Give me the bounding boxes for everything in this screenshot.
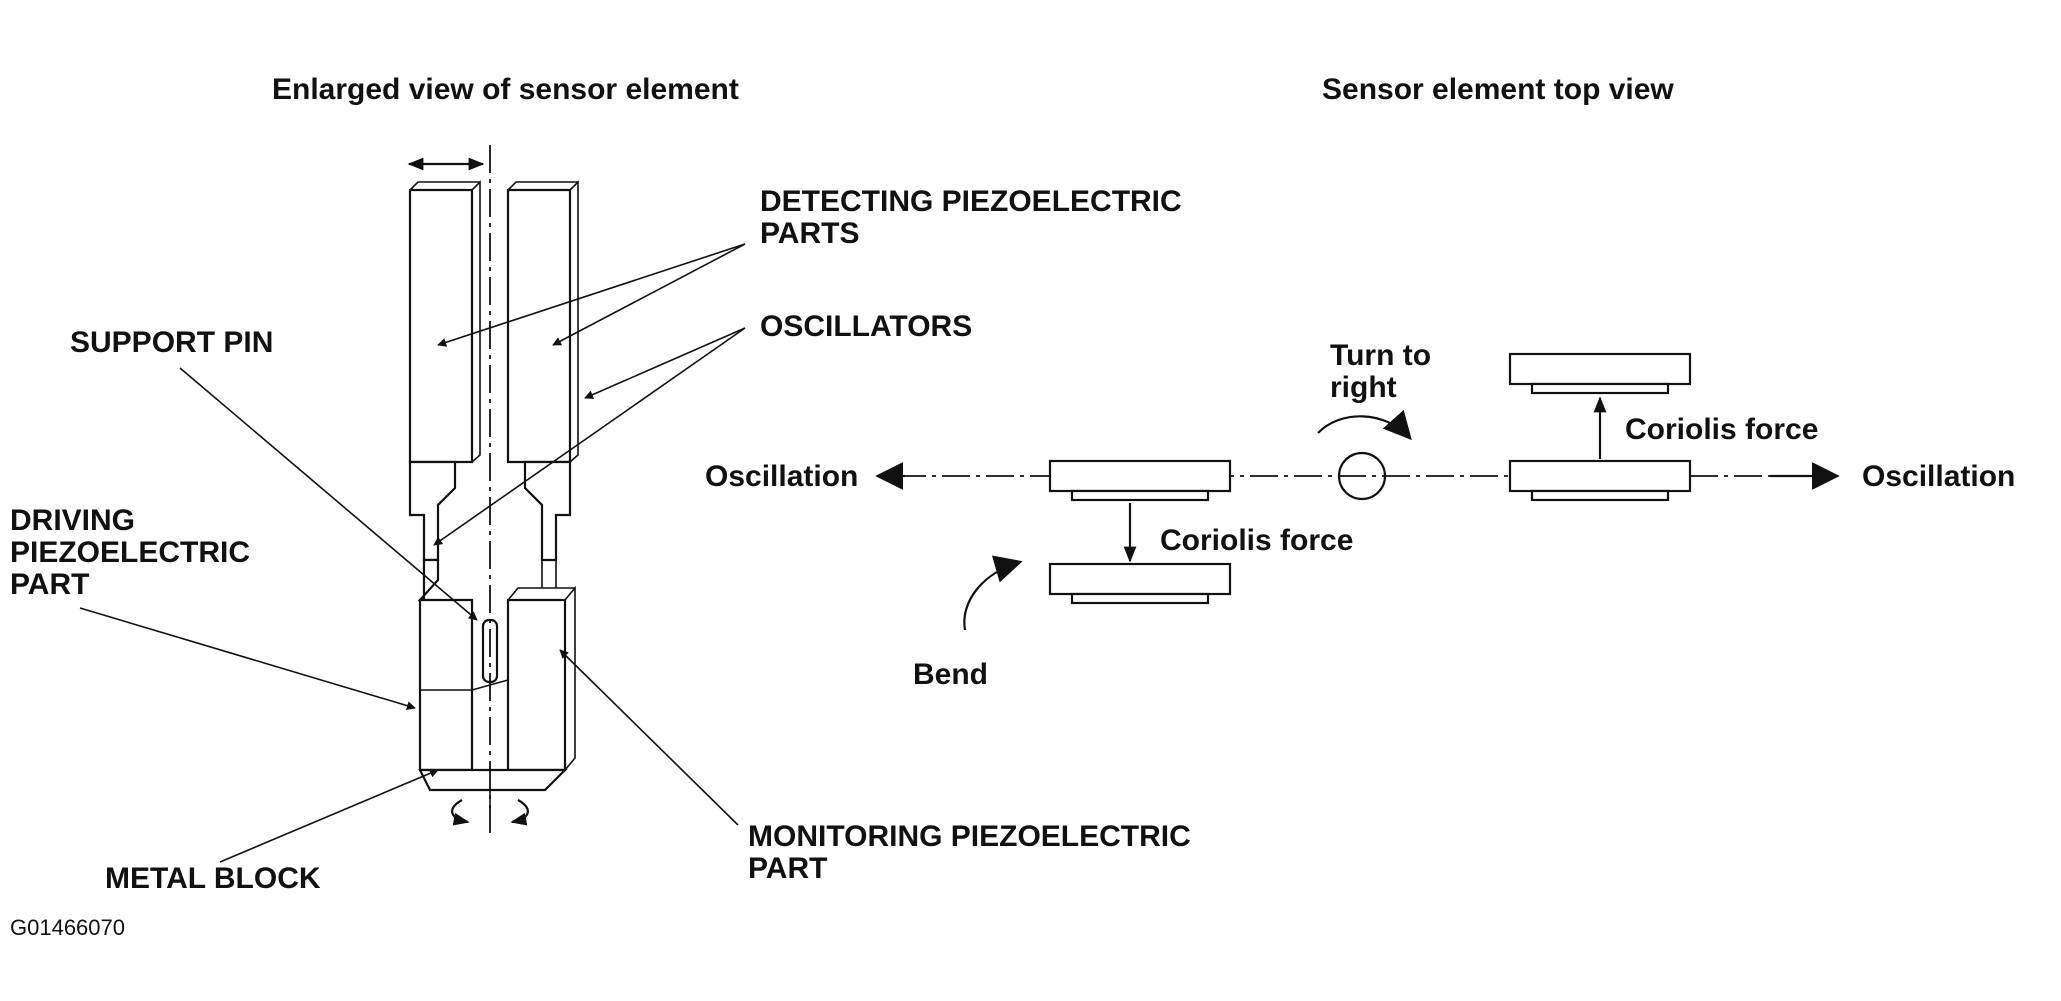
turn-right-arrow [1317,409,1412,441]
bend-label: Bend [913,658,988,691]
coriolis-left-label: Coriolis force [1160,524,1353,557]
left-view-title: Enlarged view of sensor element [272,73,739,106]
metal-block-label: METAL BLOCK [105,862,321,895]
monitoring-piezoelectric-block [506,598,567,772]
driving-part-label-line2: PIEZOELECTRIC [10,536,250,569]
oscillation-left-label: Oscillation [705,460,858,493]
metal-block [418,768,568,792]
right-element-deflected [1508,352,1692,386]
monitoring-part-label: MONITORING PIEZOELECTRIC [748,820,1191,853]
left-element-rest [1048,459,1232,493]
detecting-parts-label-line2: PARTS [760,217,859,250]
rotation-arrow-right [510,799,529,826]
leader-detecting-left [437,243,746,347]
driving-part-label: DRIVING [10,504,135,537]
bend-arrow [963,555,1023,631]
rotation-center [1337,451,1387,501]
turn-label-line2: right [1330,371,1397,404]
monitoring-part-label-line2: PART [748,852,827,885]
turn-label: Turn to [1330,339,1431,372]
right-view-title: Sensor element top view [1322,73,1674,106]
right-tine [506,188,572,464]
top-view-drawing: Oscillation Oscillation Coriolis force T… [705,339,2015,691]
detecting-parts-label: DETECTING PIEZOELECTRIC [760,185,1182,218]
oscillators-label: OSCILLATORS [760,310,972,343]
leader-monitoring-part [559,649,739,826]
driving-part-label-line3: PART [10,568,89,601]
sensor-element-drawing [407,145,579,838]
leader-metal-block [219,769,439,863]
left-element-bent [1048,562,1232,596]
left-tine [408,188,474,464]
right-element-rest [1508,459,1692,493]
driving-piezoelectric-block [418,598,474,772]
leader-oscillator-right [584,327,746,399]
figure-code: G01466070 [10,915,125,940]
oscillation-right-label: Oscillation [1862,460,2015,493]
left-oscillator [408,460,457,562]
leader-oscillator-left [433,327,746,546]
leader-detecting-right [552,243,746,346]
support-pin-label: SUPPORT PIN [70,326,273,359]
rotation-arrow-left [451,799,470,826]
leader-support-pin [179,367,478,621]
leader-driving-part [79,607,416,710]
coriolis-right-label: Coriolis force [1625,413,1818,446]
